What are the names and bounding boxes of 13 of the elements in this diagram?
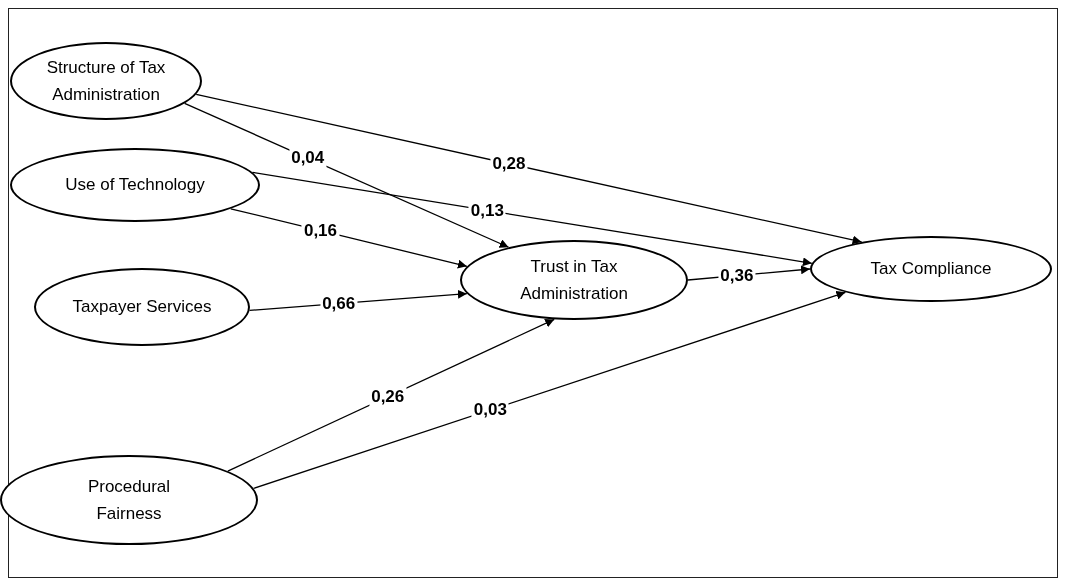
node-label: Procedural Fairness [86,475,172,525]
node-label: Taxpayer Services [72,296,212,319]
edge-label: 0,26 [369,386,407,407]
edge-label: 0,04 [289,148,327,169]
arrow [252,290,847,489]
node-label: Tax Compliance [870,258,992,281]
arrow [184,102,510,248]
arrow [227,318,555,472]
node-label: Trust in Tax Administration [519,255,629,305]
arrow [251,171,813,267]
arrow [195,93,863,245]
node-label: Structure of Tax Administration [45,56,167,106]
node-label: Use of Technology [65,174,205,197]
